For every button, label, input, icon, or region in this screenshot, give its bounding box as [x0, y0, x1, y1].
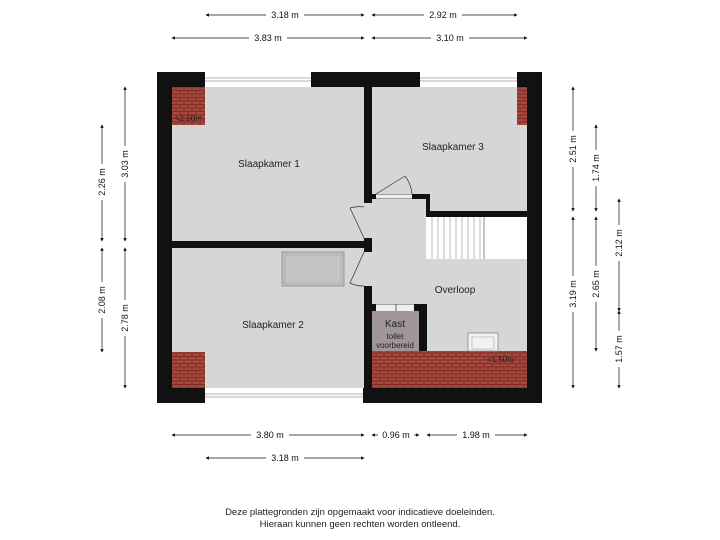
dimension-label: 3.80 m — [256, 430, 284, 440]
skylight-inner — [286, 256, 340, 282]
dimension-label: 2.08 m — [97, 286, 107, 314]
dimension-label: 3.19 m — [568, 280, 578, 308]
window — [205, 72, 311, 87]
window — [420, 72, 517, 87]
room-label-toilet: toilet — [387, 332, 405, 341]
disclaimer-line-1: Deze plattegronden zijn opgemaakt voor i… — [225, 507, 495, 518]
height-mark-left: <1.50m — [175, 114, 202, 123]
roof-area — [517, 87, 527, 125]
disclaimer: Deze plattegronden zijn opgemaakt voor i… — [0, 507, 720, 531]
dimension-label-bg — [96, 164, 108, 200]
wall-segment — [419, 308, 427, 388]
room-label-voorbereid: voorbereid — [376, 341, 414, 350]
dimension-label-bg — [119, 300, 131, 336]
window — [205, 388, 363, 403]
dimension-label-bg — [431, 32, 469, 44]
room-label-overloop: Overloop — [435, 285, 476, 296]
wall-segment — [172, 241, 364, 248]
dimension-label: 3.03 m — [120, 150, 130, 178]
dimension-label: 1.98 m — [462, 430, 490, 440]
wall-segment — [430, 211, 527, 217]
dimension-label-bg — [266, 452, 304, 464]
dimension-label-bg — [266, 9, 304, 21]
hatch-inner — [471, 336, 495, 350]
roof-area — [172, 87, 205, 125]
room-label-kast: Kast — [385, 319, 405, 330]
dimension-label: 3.83 m — [254, 33, 282, 43]
door-opening — [364, 252, 372, 286]
door-swing — [349, 175, 413, 311]
dimension-label-bg — [613, 225, 625, 261]
dimension-label: 2.78 m — [120, 304, 130, 332]
dimension-label: 3.18 m — [271, 10, 299, 20]
dimension-label-bg — [457, 429, 495, 441]
dimension-label: 2.51 m — [568, 135, 578, 163]
dimension-label: 2.65 m — [591, 270, 601, 298]
dimension-label-bg — [249, 32, 287, 44]
dimension-label-bg — [424, 9, 462, 21]
dimension-label-bg — [567, 276, 579, 312]
wall-segment — [426, 194, 430, 217]
dimension-label: 3.10 m — [436, 33, 464, 43]
dimension-label: 1.74 m — [591, 154, 601, 182]
door-opening — [376, 194, 412, 199]
dimension-label: 2.12 m — [614, 229, 624, 257]
room-kast — [372, 311, 419, 351]
dimension-label-bg — [590, 150, 602, 186]
dimension-label-bg — [590, 266, 602, 302]
dimension-label-bg — [567, 131, 579, 167]
dimension-label-bg — [613, 331, 625, 367]
dimension-label: 0.96 m — [382, 430, 410, 440]
roof-area — [372, 351, 527, 388]
dimension-label-bg — [378, 429, 414, 441]
height-mark-right: <1.50m — [487, 355, 514, 364]
dimension-label: 1.57 m — [614, 335, 624, 363]
room-label-slaapkamer-1: Slaapkamer 1 — [238, 159, 300, 170]
roof-area — [172, 352, 205, 388]
door-opening — [364, 203, 372, 238]
dimension-label: 2.26 m — [97, 168, 107, 196]
dimension-label: 2.92 m — [429, 10, 457, 20]
staircase — [426, 217, 527, 259]
dimension-label-bg — [96, 282, 108, 318]
room-label-slaapkamer-3: Slaapkamer 3 — [422, 142, 484, 153]
room-slaapkamer-3 — [372, 87, 527, 211]
dimension-label: 3.18 m — [271, 453, 299, 463]
dimension-label-bg — [119, 146, 131, 182]
room-label-slaapkamer-2: Slaapkamer 2 — [242, 320, 304, 331]
hatch — [467, 332, 499, 352]
dimension-label-bg — [251, 429, 289, 441]
door-opening — [376, 304, 414, 311]
disclaimer-line-2: Hieraan kunnen geen rechten worden ontle… — [259, 519, 461, 530]
